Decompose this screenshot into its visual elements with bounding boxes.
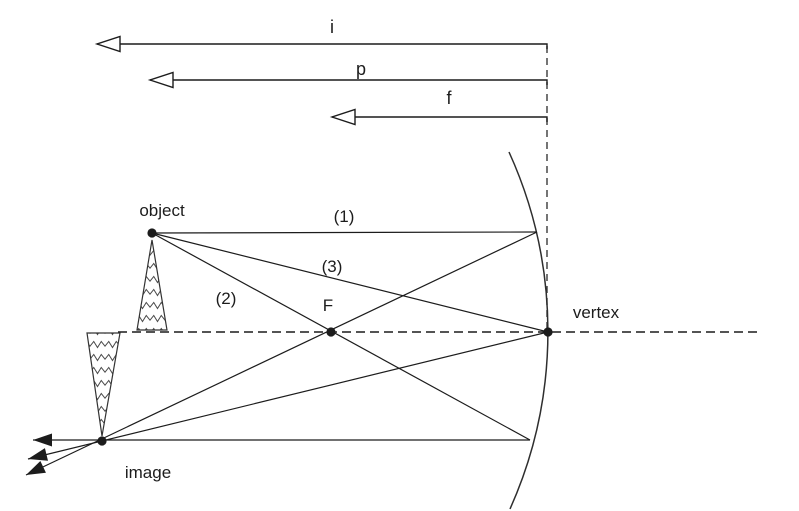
focal-point	[326, 327, 336, 337]
object-distance-arrow-label: p	[356, 59, 366, 79]
focal-length-arrow-label: f	[446, 88, 452, 108]
object-triangle	[136, 239, 168, 331]
ray-1-reflected	[25, 231, 538, 476]
ray-3-incident	[151, 232, 549, 333]
ray-3-reflected	[27, 331, 549, 461]
image-distance-arrow-label: i	[330, 17, 334, 37]
ray-3-label: (3)	[322, 257, 343, 276]
image-triangle	[86, 332, 121, 437]
object-point	[147, 228, 157, 238]
image-distance-arrow	[94, 35, 548, 53]
focal-length-arrow	[329, 108, 548, 126]
focal-point-label: F	[323, 296, 333, 315]
ray-1-incident	[151, 231, 538, 234]
ray-2-label: (2)	[216, 289, 237, 308]
object-point-label: object	[139, 201, 185, 220]
object-distance-arrow	[147, 71, 548, 89]
ray-1-label: (1)	[334, 207, 355, 226]
image-point-label: image	[125, 463, 171, 482]
vertex-point-label: vertex	[573, 303, 620, 322]
vertex-point	[543, 327, 553, 337]
image-point	[97, 436, 107, 446]
ray-2-incident	[151, 232, 531, 441]
